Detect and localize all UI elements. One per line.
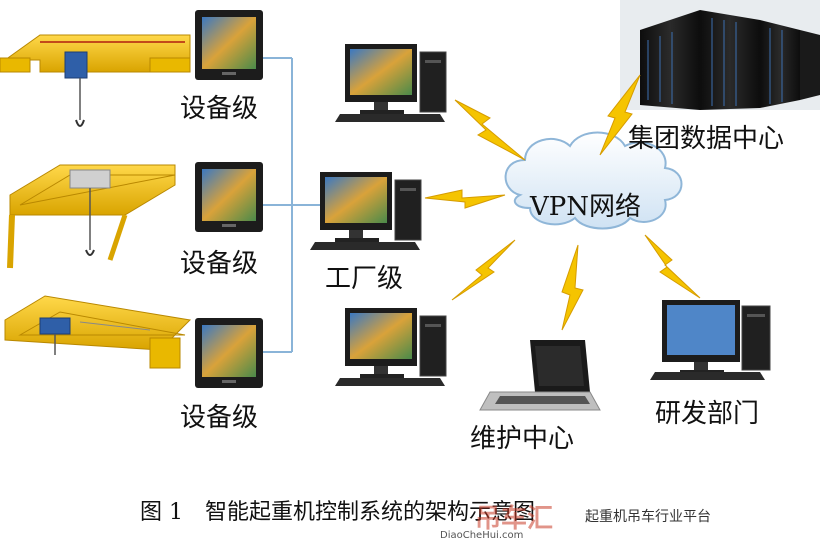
desktop-computer-icon [335, 44, 446, 122]
lightning-bolt-icon [455, 100, 525, 160]
lightning-bolt-icon [562, 245, 583, 330]
desktop-computer-icon [310, 172, 421, 250]
label-device-level-2: 设备级 [180, 243, 258, 280]
lightning-bolt-icon [452, 240, 515, 300]
desktop-computer-icon [335, 308, 446, 386]
lightning-bolt-icon [645, 235, 700, 298]
crane-icon [0, 35, 190, 126]
label-device-level-3: 设备级 [180, 397, 258, 434]
laptop-icon [480, 340, 600, 410]
lightning-bolt-icon [425, 190, 505, 208]
label-maintenance-center: 维护中心 [470, 418, 574, 455]
label-rnd-department: 研发部门 [655, 393, 759, 430]
crane-icon [5, 296, 190, 368]
label-group-data-center: 集团数据中心 [628, 118, 784, 155]
crane-icon [10, 165, 175, 268]
desktop-computer-icon [650, 300, 770, 380]
label-vpn-network: VPN网络 [530, 186, 641, 223]
watermark-tagline: 起重机吊车行业平台 [585, 506, 711, 526]
touch-panel-icon [195, 10, 263, 80]
watermark: 吊车汇 起重机吊车行业平台 DiaoCheHui.com [435, 498, 765, 542]
server-rack-icon [620, 0, 820, 110]
touch-panel-icon [195, 162, 263, 232]
watermark-url: DiaoCheHui.com [440, 530, 523, 541]
touch-panel-icon [195, 318, 263, 388]
panel-connection-lines [262, 58, 330, 352]
label-device-level-1: 设备级 [180, 88, 258, 125]
label-factory-level: 工厂级 [325, 258, 403, 295]
